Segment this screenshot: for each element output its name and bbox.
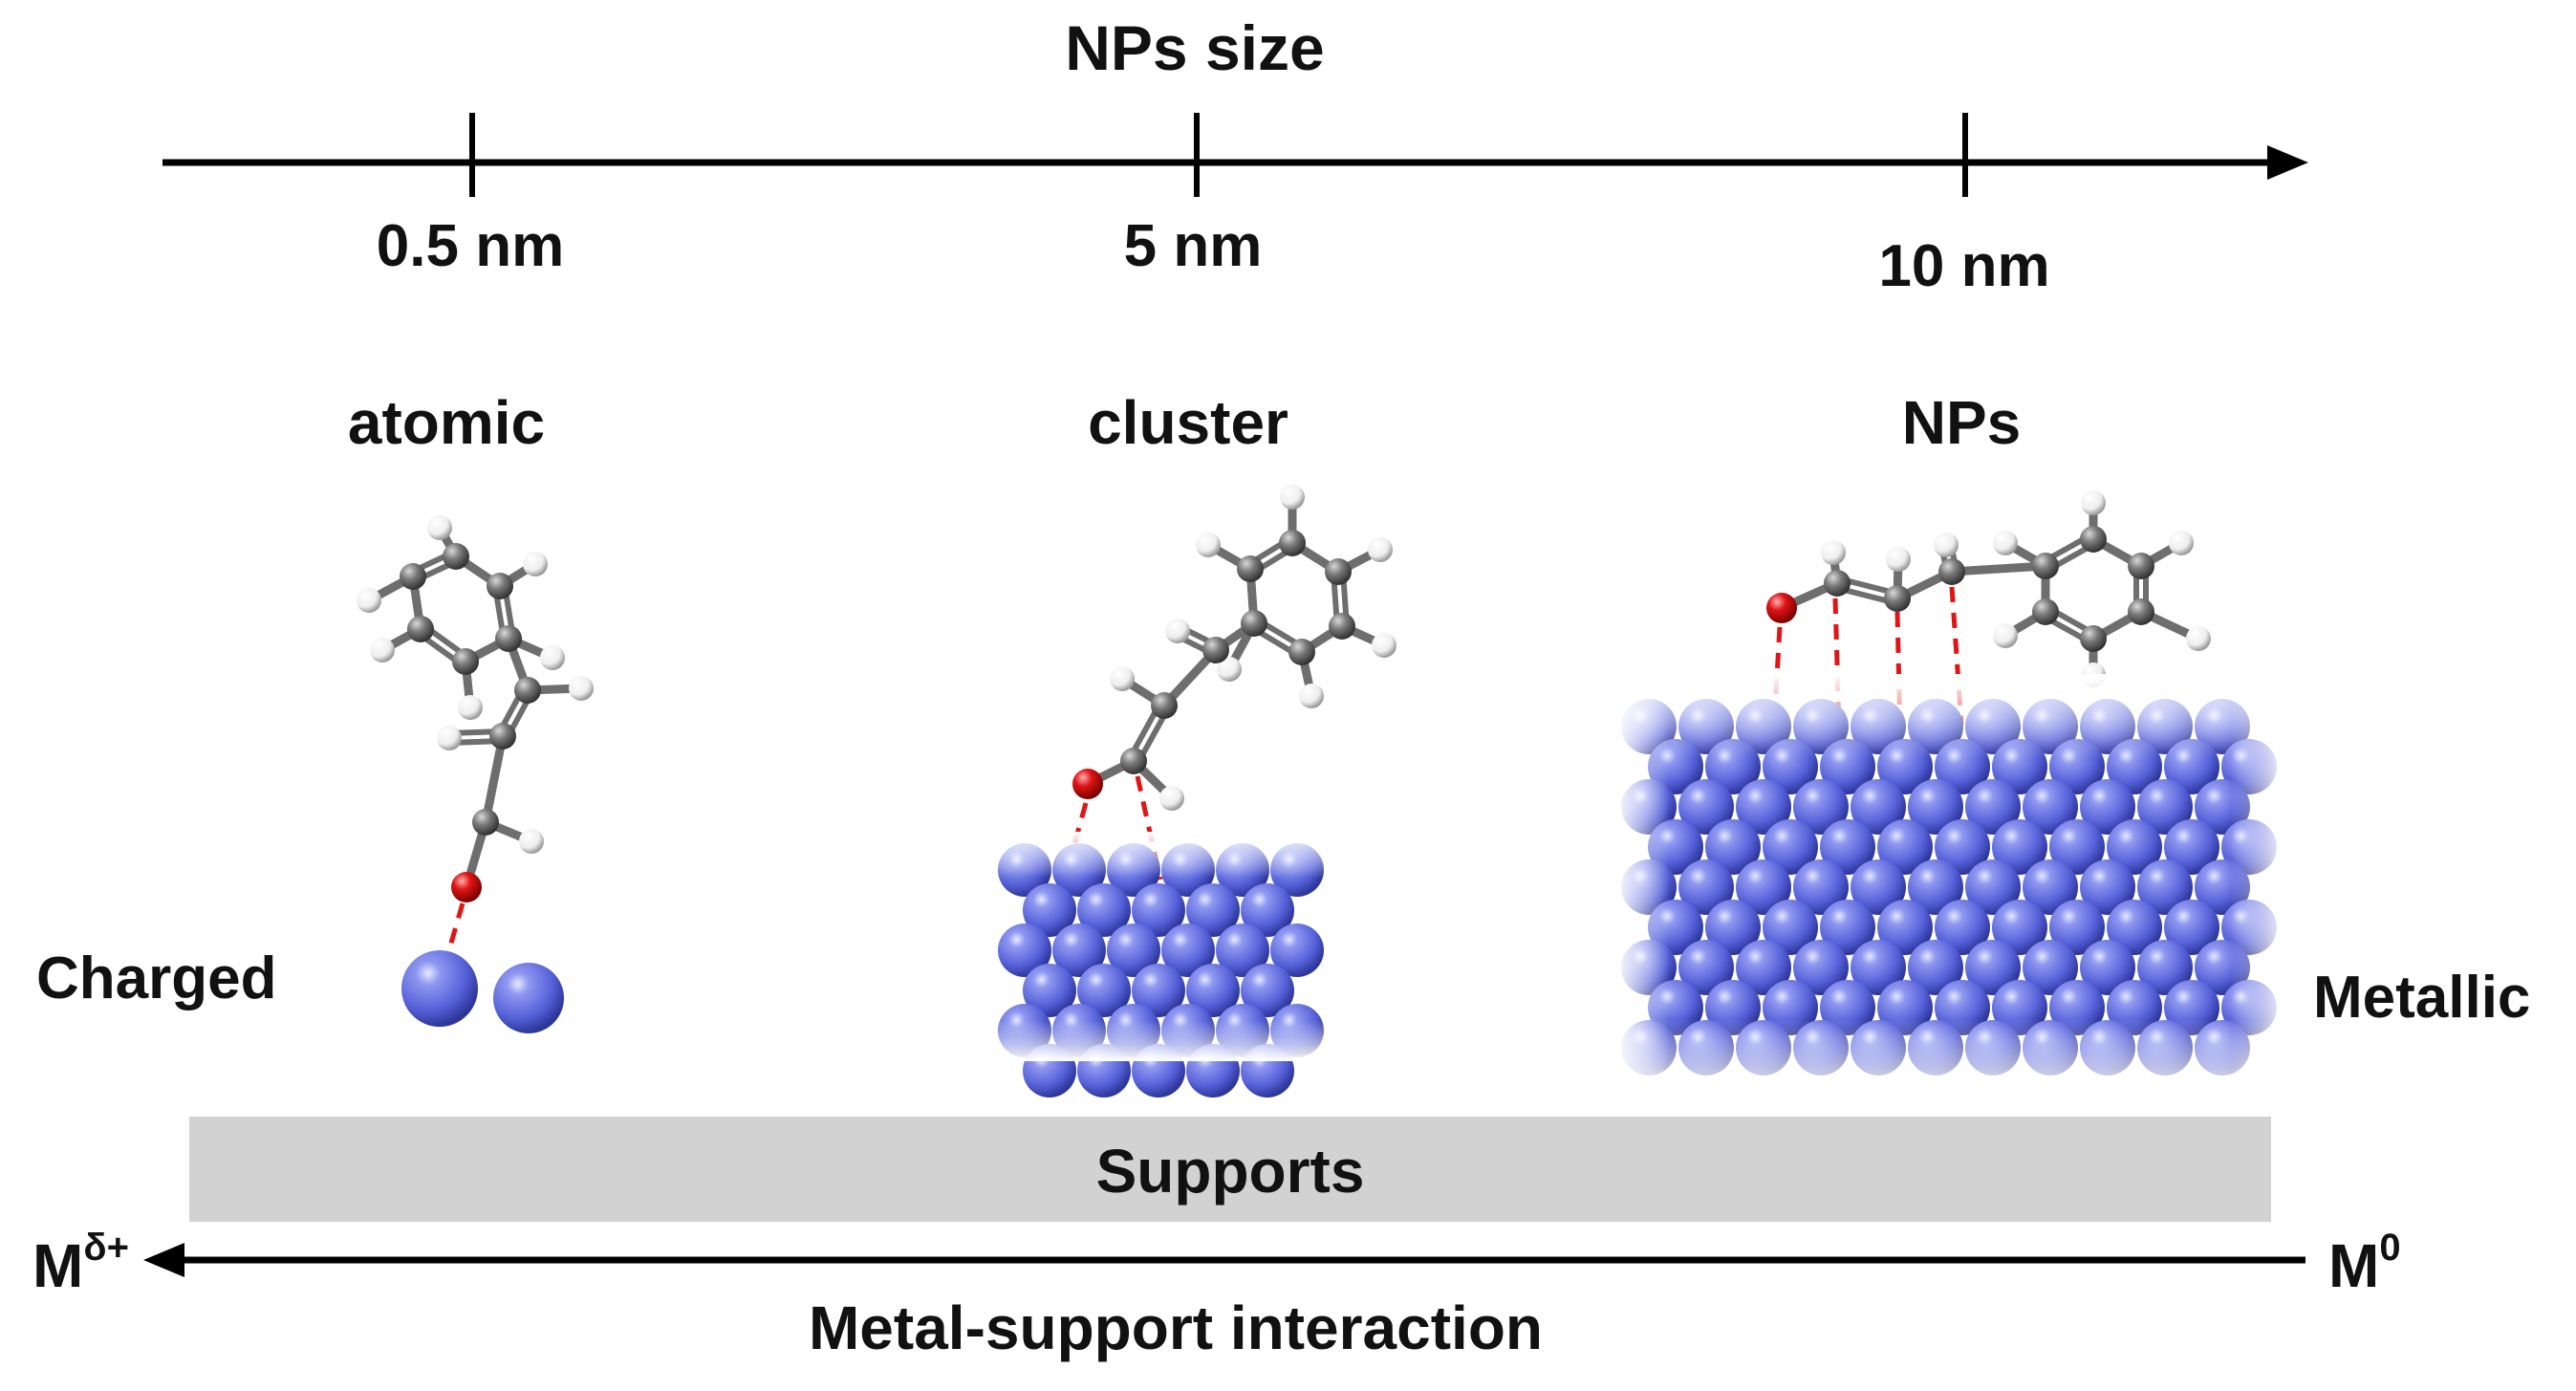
molecule-cluster <box>1072 485 1396 811</box>
hydrogen-atom <box>2081 490 2106 515</box>
metal-particles <box>401 674 2284 1098</box>
carbon-atom <box>2080 625 2107 652</box>
m-delta-superscript: δ+ <box>83 1227 129 1269</box>
carbon-atom <box>400 563 426 590</box>
carbon-atom <box>407 616 434 642</box>
carbon-atom <box>1237 555 1264 582</box>
hydrogen-atom <box>523 552 548 576</box>
hydrogen-atom <box>1165 619 1190 643</box>
metal-atom <box>401 950 478 1027</box>
state-metallic: Metallic <box>2313 965 2531 1031</box>
hydrogen-atom <box>1280 485 1305 510</box>
hydrogen-atom <box>458 695 483 720</box>
size-axis-arrowhead <box>2267 145 2308 180</box>
oxygen-atom <box>1766 593 1797 623</box>
m-zero-base: M <box>2328 1231 2380 1300</box>
hydrogen-atom <box>540 645 565 670</box>
supports-label: Supports <box>1095 1137 1365 1206</box>
category-atomic: atomic <box>347 388 546 457</box>
tick-label-5nm: 5 nm <box>1123 213 1263 279</box>
carbon-atom <box>452 648 479 675</box>
hydrogen-atom <box>2169 531 2194 555</box>
carbon-atom <box>472 809 499 836</box>
interaction-axis-title: Metal-support interaction <box>808 1293 1544 1362</box>
interaction-dashed-line <box>444 902 465 957</box>
molecule-atomic <box>357 515 594 902</box>
category-cluster: cluster <box>1088 388 1288 457</box>
carbon-atom <box>489 723 516 750</box>
hydrogen-atom <box>1110 666 1135 691</box>
tick-label-0-5nm: 0.5 nm <box>376 213 565 279</box>
size-axis <box>162 113 2308 197</box>
m-zero-superscript: 0 <box>2379 1227 2401 1269</box>
carbon-atom <box>1329 613 1355 640</box>
interaction-axis <box>143 1243 2305 1277</box>
tick-label-10nm: 10 nm <box>1878 233 2050 299</box>
hydrogen-atom <box>1299 684 1324 708</box>
label-m-delta-plus: Mδ+ <box>32 1227 129 1301</box>
cluster-fade <box>994 832 1329 1061</box>
molecule-nps <box>1766 490 2211 687</box>
carbon-atom <box>2128 553 2154 579</box>
hydrogen-atom <box>1159 786 1184 811</box>
hydrogen-atom <box>1934 532 1959 557</box>
carbon-atom <box>2128 598 2154 625</box>
hydrogen-atom <box>357 588 381 613</box>
carbon-atom <box>1279 530 1306 556</box>
hydrogen-atom <box>437 726 462 750</box>
m-delta-base: M <box>32 1231 84 1300</box>
carbon-atom <box>1120 748 1147 774</box>
carbon-atom <box>1938 558 1965 585</box>
carbon-atom <box>1241 610 1267 637</box>
carbon-atom <box>2032 553 2059 579</box>
metal-nanoparticle <box>1615 674 2284 1095</box>
hydrogen-atom <box>519 829 544 854</box>
hydrogen-atom <box>370 638 395 663</box>
metal-cluster <box>994 832 1329 1098</box>
np-fade-horizontal <box>1615 674 2284 1095</box>
carbon-atom <box>487 573 513 599</box>
carbon-atom <box>1151 692 1178 719</box>
carbon-atom <box>514 677 541 704</box>
carbon-atom <box>1884 585 1911 612</box>
hydrogen-atom <box>2186 626 2211 651</box>
hydrogen-atom <box>1993 623 2018 648</box>
state-charged: Charged <box>36 945 277 1011</box>
carbon-atom <box>495 625 522 652</box>
hydrogen-atom <box>1821 540 1846 565</box>
carbon-atom <box>1288 639 1315 665</box>
carbon-atom <box>443 543 469 570</box>
hydrogen-atom <box>1196 532 1221 557</box>
metal-atom <box>493 963 564 1033</box>
oxygen-atom <box>1072 769 1103 799</box>
carbon-atom <box>2032 598 2059 625</box>
carbon-atom <box>1824 570 1851 597</box>
oxygen-atom <box>451 872 482 902</box>
hydrogen-atom <box>1217 657 1242 682</box>
hydrogen-atom <box>569 676 594 701</box>
hydrogen-atom <box>1886 547 1911 572</box>
category-nps: NPs <box>1901 388 2022 457</box>
label-m-zero: M0 <box>2328 1227 2401 1301</box>
hydrogen-atom <box>427 515 452 540</box>
hydrogen-atom <box>1993 531 2018 555</box>
carbon-atom <box>1202 637 1229 663</box>
bond <box>1947 561 2050 576</box>
hydrogen-atom <box>1372 633 1396 658</box>
carbon-atom <box>2080 526 2107 553</box>
hydrogen-atom <box>1368 537 1393 562</box>
supports-bar: Supports <box>189 1117 2271 1222</box>
size-axis-title: NPs size <box>1065 12 1325 83</box>
interaction-axis-arrowhead <box>143 1243 184 1277</box>
bond <box>481 731 508 827</box>
carbon-atom <box>1325 558 1352 585</box>
